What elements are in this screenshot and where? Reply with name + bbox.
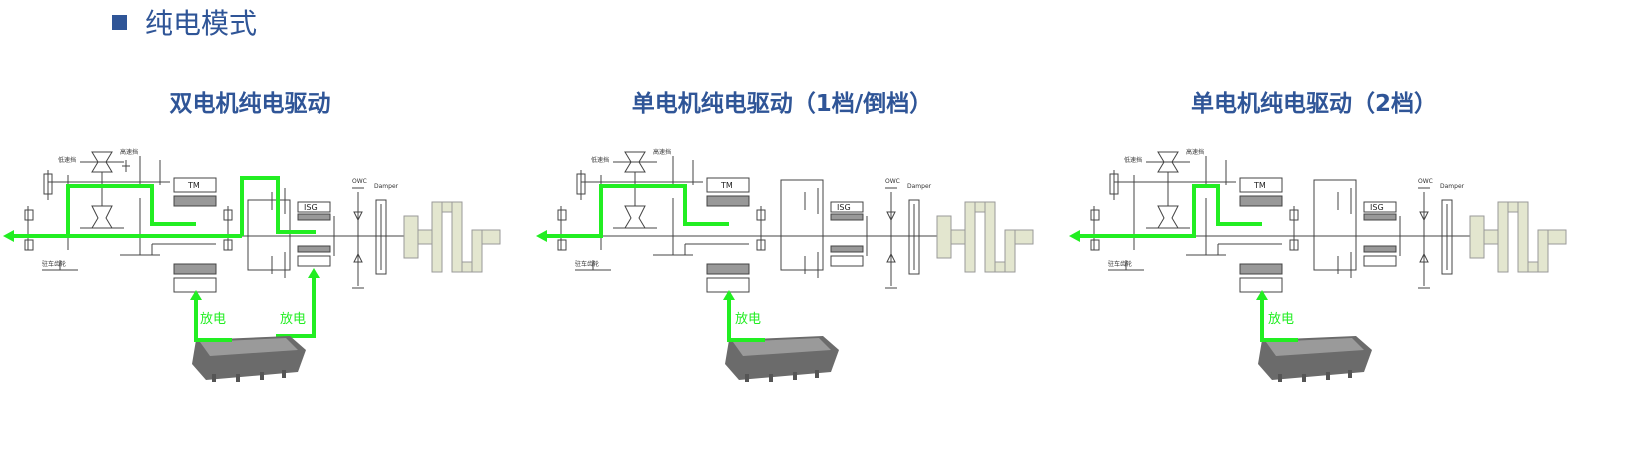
section-heading-text: 纯电模式 [145,7,258,40]
gear-label-low: 低速挡 [58,156,76,164]
output-arrow-icon [1069,230,1080,242]
transmission-schematic [543,151,943,293]
discharge-label: 放电 [280,312,306,327]
owc-label: OWC [352,178,367,185]
owc-label: OWC [885,178,900,185]
isg-label: ISG [304,203,318,212]
discharge-arrow-icon [308,268,320,278]
discharge-arrow-icon [723,290,735,300]
engine-crankshaft [936,201,1034,273]
gear-label-high: 高速挡 [120,148,138,156]
isg-label: ISG [1370,203,1384,212]
damper-label: Damper [374,183,399,190]
diagram-single-motor-gear1: 低速挡 高速挡 驻车齿轮 TM ISG OWC Damper 放电 [533,140,1053,400]
output-arrow-icon [536,230,547,242]
engine-crankshaft [1469,201,1567,273]
gear-label-low: 低速挡 [591,156,609,164]
battery-pack-image [192,336,306,382]
diagram-dual-motor: 低速挡 高速挡 驻车齿轮 TM ISG OWC Damper 放电 放电 [0,140,520,400]
battery-pack-image [725,336,839,382]
owc-label: OWC [1418,178,1433,185]
discharge-label: 放电 [200,312,226,327]
gear-label-low: 低速挡 [1124,156,1142,164]
gear-label-park: 驻车齿轮 [42,260,66,268]
panel-title-dual-motor: 双电机纯电驱动 [169,91,331,117]
tm-label: TM [1253,181,1266,190]
battery-pack-image [1258,336,1372,382]
power-flow-path [545,184,729,238]
gear-label-high: 高速挡 [1186,148,1204,156]
damper-label: Damper [907,183,932,190]
tm-label: TM [187,181,200,190]
damper-label: Damper [1440,183,1465,190]
discharge-label: 放电 [1268,312,1294,327]
power-flow-path [12,176,316,338]
output-arrow-icon [3,230,14,242]
transmission-schematic [10,151,410,293]
discharge-arrow-icon [1256,290,1268,300]
discharge-label: 放电 [735,312,761,327]
transmission-schematic [1076,151,1476,293]
panel-title-single-motor-gear1: 单电机纯电驱动（1档/倒档） [631,91,933,117]
discharge-arrow-icon [190,290,202,300]
engine-crankshaft [403,201,501,273]
panel-title-single-motor-gear2: 单电机纯电驱动（2档） [1190,91,1438,117]
gear-label-park: 驻车齿轮 [1108,260,1132,268]
diagram-single-motor-gear2: 低速挡 高速挡 驻车齿轮 TM ISG OWC Damper 放电 [1066,140,1586,400]
gear-label-park: 驻车齿轮 [575,260,599,268]
bullet-square-icon [112,14,127,30]
gear-label-high: 高速挡 [653,148,671,156]
section-heading: 纯电模式 [112,2,257,42]
power-flow-path [1078,184,1262,238]
tm-label: TM [720,181,733,190]
isg-label: ISG [837,203,851,212]
